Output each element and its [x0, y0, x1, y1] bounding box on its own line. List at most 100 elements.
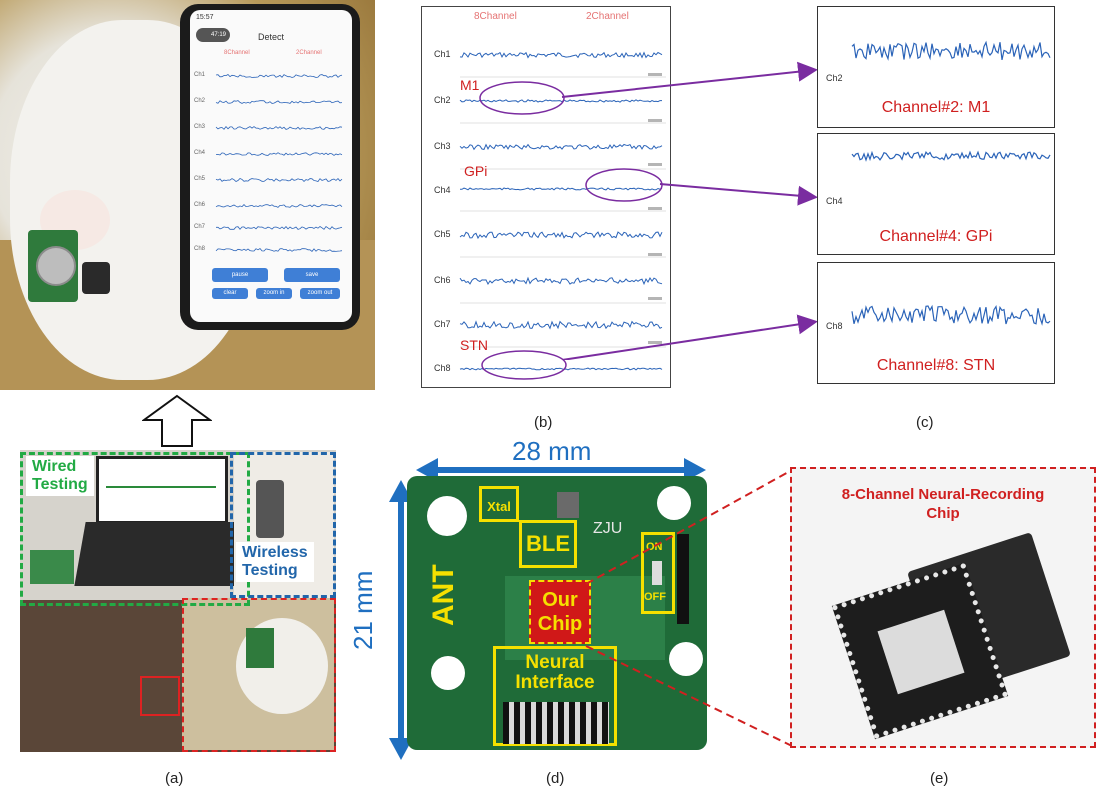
xtal-label: Xtal — [487, 499, 511, 514]
channel-trace — [459, 187, 663, 191]
inset-frame — [182, 598, 336, 752]
eight-channel-recording: 8Channel 2Channel Ch1 Ch2 Ch3 Ch4 Ch5 Ch… — [421, 6, 671, 388]
phone-ch-label: Ch4 — [194, 150, 206, 156]
scale-mark — [648, 207, 662, 210]
mount-hole — [657, 486, 691, 520]
phone-trace — [215, 247, 343, 252]
panel-label-c: (c) — [916, 414, 934, 431]
off-label: OFF — [644, 591, 666, 603]
phone-time: 15:57 — [196, 14, 214, 21]
zoom-panel-ch8: Ch8 Channel#8: STN — [817, 262, 1055, 384]
channel-label: Ch7 — [434, 319, 451, 329]
laptop-waveform — [106, 486, 216, 488]
zoom-title-stn: Channel#8: STN — [876, 357, 996, 374]
channel-label: Ch5 — [434, 229, 451, 239]
tab-2channel: 2Channel — [586, 11, 629, 22]
arrow-stn — [561, 314, 818, 360]
headstage-connector — [82, 262, 110, 294]
phone-title: Detect — [257, 32, 284, 42]
laptop-screen — [96, 456, 228, 524]
phone-ch-label: Ch3 — [194, 124, 206, 130]
wireless-testing-label: Wireless Testing — [236, 542, 314, 582]
phone-tab-8channel[interactable]: 8Channel — [224, 50, 250, 56]
wired-testing-box — [20, 452, 250, 606]
pause-button[interactable]: pause — [212, 268, 268, 282]
mount-hole — [427, 496, 467, 536]
phone-ch-label: Ch5 — [194, 176, 206, 182]
scale-mark — [648, 341, 662, 344]
m1-label: M1 — [460, 77, 480, 93]
tab-8channel: 8Channel — [474, 11, 517, 22]
header-pins-right — [677, 534, 689, 624]
zoom-in-button[interactable]: zoom in — [256, 288, 292, 299]
ble-label: BLE — [526, 531, 570, 556]
phone-traces — [215, 74, 343, 252]
arrow-gpi — [659, 183, 818, 206]
xtal-box: Xtal — [479, 486, 519, 522]
phone-ch-label: Ch2 — [194, 98, 206, 104]
lab-setup-photo: Wired Testing Wireless Testing — [20, 450, 336, 752]
channel-label: Ch3 — [434, 141, 451, 151]
zoom-line-top — [585, 469, 793, 585]
inductor — [557, 492, 579, 518]
zoom-line-bottom — [585, 645, 793, 747]
phone-trace — [216, 225, 343, 230]
zju-label: ZJU — [593, 520, 623, 537]
phone-trace — [215, 100, 343, 104]
phone-ch-label: Ch8 — [194, 246, 206, 252]
phone-tab-2channel[interactable]: 2Channel — [296, 50, 322, 56]
scale-mark — [648, 73, 662, 76]
save-button[interactable]: save — [284, 268, 340, 282]
wired-testing-label: Wired Testing — [26, 456, 94, 496]
phone-trace — [215, 152, 343, 156]
coin-battery — [36, 246, 76, 286]
zoom-trace-ch2 — [851, 40, 1051, 61]
dev-board — [30, 550, 74, 584]
zoom-out-button[interactable]: zoom out — [300, 288, 340, 299]
channel-label: Ch1 — [434, 49, 451, 59]
clear-button[interactable]: clear — [212, 288, 248, 299]
scale-mark — [648, 119, 662, 122]
channel-label: Ch4 — [434, 185, 451, 195]
channel-trace — [459, 143, 663, 151]
zoom-title-gpi: Channel#4: GPi — [879, 228, 993, 245]
channel-trace — [459, 99, 662, 103]
chip-zoom-lines — [585, 469, 793, 747]
phone-ch-label: Ch6 — [194, 202, 206, 208]
height-label: 21 mm — [348, 570, 378, 650]
chip-photo: 8-Channel Neural-Recording Chip — [790, 467, 1096, 748]
zoom-arrows — [561, 61, 818, 360]
gpi-label: GPi — [464, 163, 488, 179]
pcb-board: ZJU ANT Xtal BLE ON OFF Our Chip Neural … — [407, 476, 707, 750]
stn-label: STN — [460, 337, 488, 353]
panel-label-d: (d) — [546, 770, 565, 787]
phone-small — [256, 480, 284, 538]
channel-trace — [459, 367, 663, 371]
inset-board — [246, 628, 274, 668]
record-timer[interactable]: 47:19 — [196, 28, 230, 42]
up-arrow-icon — [142, 394, 212, 447]
mount-hole — [431, 656, 465, 690]
phone-ch-label: Ch1 — [194, 72, 206, 78]
scale-mark — [648, 163, 662, 166]
m1-ellipse — [479, 81, 565, 115]
panel-label-e: (e) — [930, 770, 949, 787]
zoom-trace-ch4 — [851, 150, 1051, 162]
phone-ch-label: Ch7 — [194, 224, 206, 230]
channel-label: Ch6 — [434, 275, 451, 285]
phone-trace — [215, 204, 343, 208]
zoom-channel-label: Ch4 — [826, 196, 843, 206]
channel-label: Ch2 — [434, 95, 451, 105]
panel-label-b: (b) — [534, 414, 553, 431]
scale-mark — [648, 297, 662, 300]
stn-ellipse — [481, 350, 567, 380]
zoom-title-m1: Channel#2: M1 — [881, 99, 991, 116]
phone-trace — [215, 178, 343, 182]
slide-switch — [652, 561, 662, 585]
wireless-testing-box — [230, 452, 336, 598]
ant-label: ANT — [427, 564, 460, 626]
headstage-highlight — [140, 676, 180, 716]
phone-screen: 15:57 47:19 Detect 8Channel 2Channel Ch1… — [190, 10, 352, 322]
zoom-panel-ch2: Ch2 Channel#2: M1 — [817, 6, 1055, 128]
rat-phone-photo: 15:57 47:19 Detect 8Channel 2Channel Ch1… — [0, 0, 375, 390]
